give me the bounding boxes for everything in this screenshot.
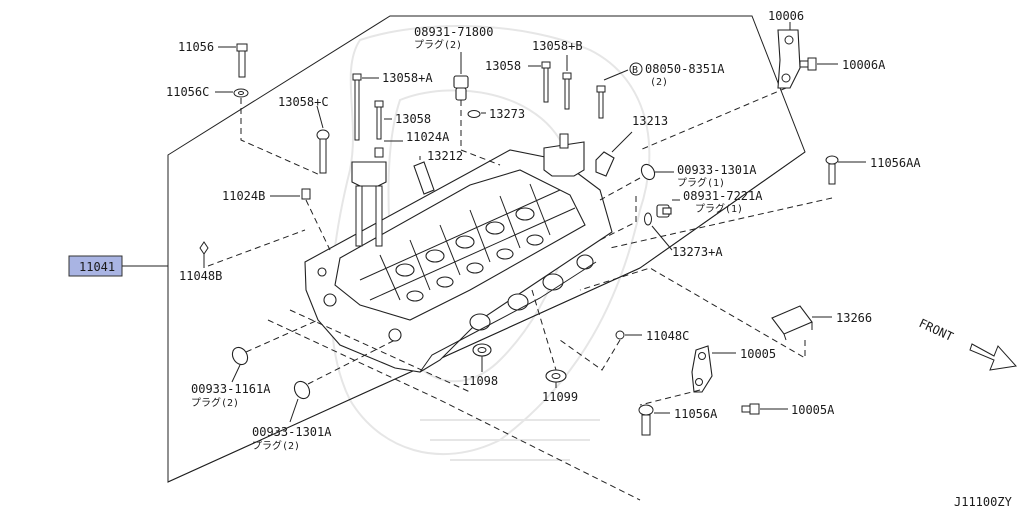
bolt-icon[interactable]	[799, 57, 817, 71]
label-11048B: 11048B	[179, 269, 222, 283]
label-00933-1161A: 00933-1161A	[191, 382, 271, 396]
main-part-number: 11041	[79, 260, 115, 274]
label-13058: 13058	[395, 112, 431, 126]
oil-tube-icon[interactable]	[595, 151, 615, 177]
tappet-tube-icon[interactable]	[413, 161, 435, 195]
bolt-icon[interactable]	[596, 85, 606, 119]
label-08931-71800: 08931-71800	[414, 25, 493, 39]
plug-icon[interactable]	[291, 379, 312, 402]
reference-b-icon	[629, 62, 643, 76]
front-arrow-icon: FRONT	[917, 316, 1017, 371]
label-13273A: 13273+A	[672, 245, 723, 259]
label-13058-center: 13058	[485, 59, 521, 73]
label-08050-8351A-sub: (2)	[650, 77, 668, 88]
pin-icon[interactable]	[199, 241, 209, 255]
label-08931-7221A-sub: プラグ(1)	[695, 202, 743, 215]
label-00933-1301A-right: 00933-1301A	[677, 163, 757, 177]
label-13058C: 13058+C	[278, 95, 329, 109]
label-00933-1301A-right-sub: プラグ(1)	[677, 176, 725, 189]
pin-icon[interactable]	[615, 330, 625, 340]
label-08931-71800-sub: プラグ(2)	[414, 38, 462, 51]
washer-icon[interactable]	[233, 88, 249, 98]
label-11098: 11098	[462, 374, 498, 388]
dowel-icon[interactable]	[374, 147, 384, 158]
label-08050-mark: B	[632, 65, 638, 76]
label-08050-8351A: 08050-8351A	[645, 62, 725, 76]
bracket-icon[interactable]	[691, 345, 713, 393]
bolt-icon[interactable]	[374, 100, 384, 140]
bolt-icon[interactable]	[562, 72, 572, 110]
label-11024B: 11024B	[222, 189, 265, 203]
label-11056A: 11056A	[674, 407, 718, 421]
bracket-icon[interactable]	[777, 29, 801, 89]
label-13213: 13213	[632, 114, 668, 128]
label-11056AA: 11056AA	[870, 156, 921, 170]
plug-icon[interactable]	[656, 204, 672, 218]
label-11056C: 11056C	[166, 85, 209, 99]
bracket-icon[interactable]	[543, 133, 585, 177]
label-13266: 13266	[836, 311, 872, 325]
seal-icon[interactable]	[545, 369, 567, 383]
bolt-icon[interactable]	[352, 73, 362, 141]
label-13273: 13273	[489, 107, 525, 121]
plug-icon[interactable]	[229, 345, 250, 368]
label-13058B: 13058+B	[532, 39, 583, 53]
label-11056: 11056	[178, 40, 214, 54]
timing-cover-icon[interactable]	[771, 305, 813, 341]
label-13058A: 13058+A	[382, 71, 433, 85]
bracket-icon[interactable]	[351, 161, 387, 247]
bolt-icon[interactable]	[541, 61, 551, 103]
label-11024A: 11024A	[406, 130, 450, 144]
label-11048C: 11048C	[646, 329, 689, 343]
seal-icon[interactable]	[472, 343, 492, 357]
plug-icon[interactable]	[639, 162, 657, 182]
bolt-icon[interactable]	[236, 43, 248, 78]
cylinder-head-icon[interactable]	[304, 149, 613, 373]
washer-icon[interactable]	[467, 110, 481, 118]
label-10005: 10005	[740, 347, 776, 361]
label-10006A: 10006A	[842, 58, 886, 72]
label-08931-7221A: 08931-7221A	[683, 189, 763, 203]
bolt-icon[interactable]	[316, 129, 330, 174]
bolt-icon[interactable]	[825, 155, 839, 185]
label-11099: 11099	[542, 390, 578, 404]
label-13212: 13212	[427, 149, 463, 163]
label-10005A: 10005A	[791, 403, 835, 417]
bolt-icon[interactable]	[638, 404, 654, 436]
label-00933-1301A-bottom: 00933-1301A	[252, 425, 332, 439]
label-10006: 10006	[768, 9, 804, 23]
front-label: FRONT	[917, 316, 956, 344]
plug-icon[interactable]	[453, 75, 469, 101]
dowel-icon[interactable]	[301, 188, 311, 200]
label-00933-1161A-sub: プラグ(2)	[191, 396, 239, 409]
diagram-code: J11100ZY	[954, 495, 1013, 509]
washer-icon[interactable]	[644, 212, 652, 226]
bolt-icon[interactable]	[741, 403, 760, 415]
label-00933-1301A-bottom-sub: プラグ(2)	[252, 439, 300, 452]
